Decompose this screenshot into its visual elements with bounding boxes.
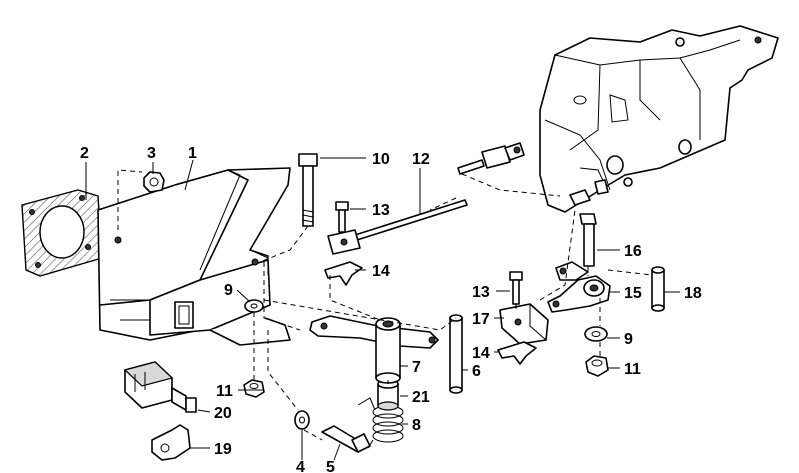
long-bolt-part-10: [298, 153, 318, 227]
callout-5: 5: [326, 459, 335, 473]
spacer-tube-part-6: [449, 314, 463, 394]
bushing-part-21: [377, 379, 399, 411]
callout-19: 19: [214, 441, 232, 458]
firewall-bracket-part: [539, 25, 779, 213]
nut-part-3: [143, 171, 165, 193]
sleeve-part-18: [651, 266, 665, 312]
lever-part-7: [309, 315, 439, 384]
callout-7: 7: [412, 359, 421, 376]
callout-3: 3: [147, 145, 156, 162]
pedal-bracket-housing-part: [97, 167, 291, 346]
spring-part-8: [357, 397, 404, 449]
bolt-part-5: [321, 425, 371, 453]
callout-4: 4: [296, 459, 305, 473]
clip-part-19: [151, 424, 191, 461]
alignment-lines: [117, 169, 653, 441]
callout-15: 15: [624, 285, 642, 302]
washer-part-9-left: [244, 299, 264, 313]
callout-9-left: 9: [224, 282, 233, 299]
switch-part-20: [123, 361, 197, 413]
callout-18: 18: [684, 285, 702, 302]
callout-16: 16: [624, 243, 642, 260]
bolt-part-16: [579, 213, 597, 267]
clip-block-part-17: [499, 303, 549, 345]
clip-part-14-left: [324, 261, 363, 286]
clip-part-14-right: [497, 341, 537, 365]
callout-11-right: 11: [624, 361, 641, 378]
washer-part-9-right: [584, 326, 608, 342]
callout-1: 1: [188, 145, 197, 162]
callout-2: 2: [80, 145, 89, 162]
callout-13-right: 13: [472, 284, 490, 301]
callout-9-right: 9: [624, 331, 633, 348]
callout-8: 8: [412, 417, 421, 434]
callout-12: 12: [412, 151, 430, 168]
leader-lines: [85, 157, 680, 461]
callout-13-left: 13: [372, 202, 390, 219]
nut-part-11-right: [585, 355, 609, 377]
pin-part-13-left: [335, 201, 349, 233]
cable-end-fitting: [457, 142, 525, 175]
callout-17: 17: [472, 311, 490, 328]
nut-part-11-left: [243, 379, 265, 398]
callout-11-left: 11: [216, 383, 233, 400]
clip-block-left: [327, 229, 361, 255]
callout-14-left: 14: [372, 263, 390, 280]
callout-labels: 1 2 3 4 5 6 7 8 9 9 10 11 11 12 13 13 14…: [80, 145, 702, 473]
callout-14-right: 14: [472, 345, 490, 362]
callout-10: 10: [372, 151, 390, 168]
callout-20: 20: [214, 405, 232, 422]
callout-21: 21: [412, 389, 430, 406]
pin-part-13-right: [509, 271, 523, 305]
gasket-plate-part: [21, 189, 103, 277]
callout-6: 6: [472, 363, 481, 380]
lever-part-15: [547, 261, 611, 313]
washer-part-4: [294, 410, 310, 430]
